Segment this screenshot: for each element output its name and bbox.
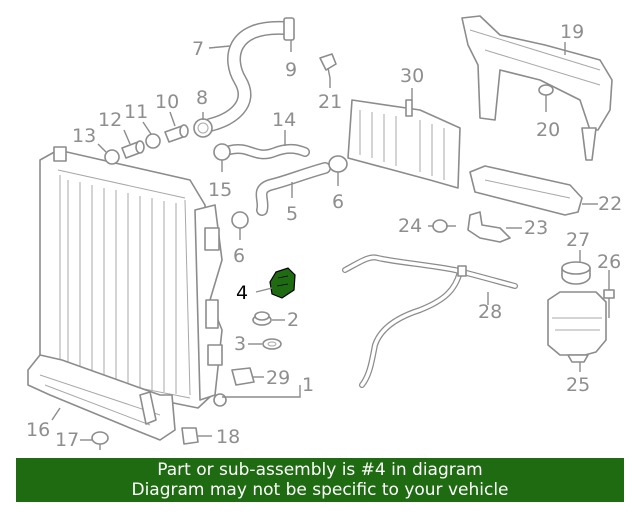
deflector-22 bbox=[469, 165, 583, 216]
clamp-8 bbox=[193, 118, 213, 138]
clamp-6-upper bbox=[328, 155, 348, 173]
callout-19: 19 bbox=[560, 21, 584, 43]
fitting-11 bbox=[145, 133, 161, 149]
callout-5: 5 bbox=[286, 203, 298, 225]
bracket-23 bbox=[467, 211, 511, 243]
callout-24: 24 bbox=[398, 215, 422, 237]
bolt-26 bbox=[603, 289, 615, 318]
callout-13: 13 bbox=[72, 125, 96, 147]
fitting-13 bbox=[104, 149, 120, 165]
fitting-12 bbox=[121, 140, 145, 159]
overflow-hose bbox=[342, 254, 518, 388]
reservoir-cap bbox=[561, 261, 591, 285]
bolt-20 bbox=[538, 84, 554, 104]
hose-5 bbox=[255, 162, 331, 216]
callout-10: 10 bbox=[155, 91, 179, 113]
callout-25: 25 bbox=[566, 374, 590, 396]
callout-labels: 1 2 3 4 5 6 6 7 8 9 10 11 12 13 14 15 16… bbox=[26, 21, 622, 451]
callout-8: 8 bbox=[196, 87, 208, 109]
air-deflector bbox=[27, 354, 176, 441]
callout-22: 22 bbox=[598, 193, 622, 215]
bolt-17 bbox=[91, 431, 109, 450]
callout-23: 23 bbox=[524, 217, 548, 239]
callout-21: 21 bbox=[318, 91, 342, 113]
bolt-24 bbox=[432, 219, 456, 233]
parts-diagram: 1 2 3 4 5 6 6 7 8 9 10 11 12 13 14 15 16… bbox=[26, 15, 622, 451]
banner-line-disclaimer: Diagram may not be specific to your vehi… bbox=[131, 480, 509, 500]
callout-16: 16 bbox=[26, 419, 50, 441]
callout-29: 29 bbox=[266, 367, 290, 389]
callout-2: 2 bbox=[287, 309, 299, 331]
callout-30: 30 bbox=[400, 65, 424, 87]
callout-14: 14 bbox=[272, 109, 296, 131]
callout-28: 28 bbox=[478, 301, 502, 323]
upper-support bbox=[461, 15, 613, 161]
callout-11: 11 bbox=[124, 101, 148, 123]
callout-27: 27 bbox=[566, 229, 590, 251]
clip-18 bbox=[181, 427, 199, 445]
callout-15: 15 bbox=[208, 179, 232, 201]
callout-7: 7 bbox=[192, 38, 204, 60]
fitting-10 bbox=[164, 124, 189, 143]
callout-6-upper: 6 bbox=[332, 191, 344, 213]
clamp-9 bbox=[283, 17, 295, 41]
coolant-reservoir bbox=[547, 291, 607, 363]
callout-17: 17 bbox=[55, 429, 79, 451]
bolt-21 bbox=[319, 53, 337, 79]
radiator bbox=[39, 146, 227, 409]
clamp-15 bbox=[213, 143, 231, 161]
banner-line-part: Part or sub-assembly is #4 in diagram bbox=[157, 460, 483, 480]
bracket-4 bbox=[269, 267, 296, 299]
callout-6-lower: 6 bbox=[233, 245, 245, 267]
callout-1: 1 bbox=[302, 374, 314, 396]
info-banner: Part or sub-assembly is #4 in diagram Di… bbox=[16, 458, 624, 502]
callout-18: 18 bbox=[216, 426, 240, 448]
shutter-assembly bbox=[347, 99, 461, 189]
connector-29 bbox=[231, 367, 255, 386]
callout-12: 12 bbox=[98, 109, 122, 131]
callout-26: 26 bbox=[597, 251, 621, 273]
grommet-2 bbox=[252, 311, 272, 326]
upper-hose bbox=[203, 20, 292, 132]
clamp-6-lower bbox=[231, 211, 249, 229]
grommet-3 bbox=[262, 338, 282, 350]
callout-3: 3 bbox=[234, 333, 246, 355]
hose-14 bbox=[225, 143, 310, 160]
callout-4: 4 bbox=[236, 282, 248, 304]
callout-9: 9 bbox=[285, 59, 297, 81]
leader-lines bbox=[51, 40, 610, 441]
callout-20: 20 bbox=[536, 119, 560, 141]
